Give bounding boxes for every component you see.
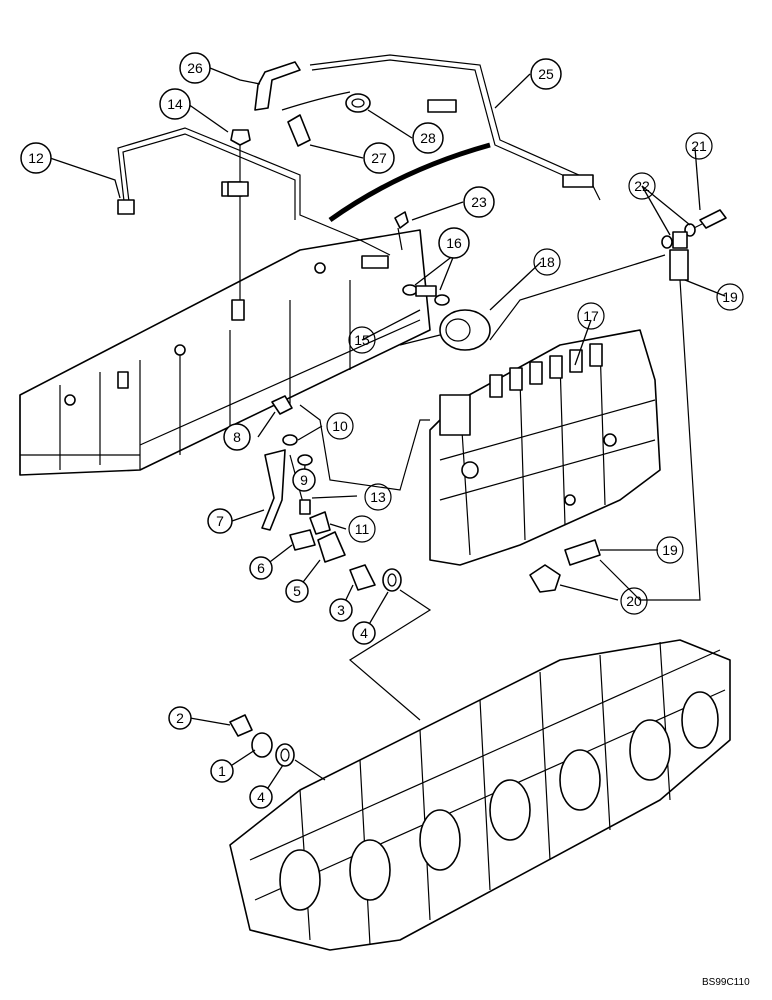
callout-25-label: 25 (538, 66, 554, 82)
ring-4-lower (275, 743, 295, 767)
ring-4-upper (382, 568, 402, 592)
callout-11: 11 (355, 521, 370, 537)
reference-code: BS99C110 (702, 977, 750, 988)
clamp-28 (345, 93, 371, 113)
callout-25: 25 (530, 58, 562, 90)
callout-19-lower: 19 (662, 542, 678, 558)
callout-4-lower: 4 (249, 785, 273, 809)
plug-2 (229, 714, 253, 737)
callout-16-label: 16 (446, 235, 462, 251)
callout-18-label: 18 (539, 254, 555, 270)
bolt-23 (394, 211, 409, 251)
callout-27-label: 27 (371, 150, 387, 166)
tee-5 (317, 531, 346, 563)
callout-4-upper: 4 (352, 621, 376, 645)
nut-14 (227, 129, 251, 300)
callout-11-label: 11 (355, 521, 370, 537)
elbow-20 (529, 564, 561, 593)
callout-20-label: 20 (626, 593, 642, 609)
callout-26: 26 (179, 52, 211, 84)
banjo-bolt-8 (271, 395, 293, 415)
fitting-27 (287, 114, 311, 147)
plug-leader-line (294, 759, 326, 781)
callout-20: 20 (626, 593, 642, 609)
callout-3: 3 (329, 598, 353, 622)
callout-13-label: 13 (370, 489, 386, 505)
fitting-6 (289, 529, 316, 551)
supply-line (299, 404, 430, 491)
callout-13: 13 (370, 489, 386, 505)
dipstick-tube (328, 142, 491, 223)
washer-9 (297, 454, 313, 466)
hose-26 (254, 61, 301, 111)
callout-15-label: 15 (354, 332, 370, 348)
callout-14-label: 14 (167, 96, 183, 112)
injection-pump-17 (429, 329, 661, 566)
callout-19-upper-label: 19 (722, 289, 738, 305)
callout-4-upper-label: 4 (360, 625, 368, 641)
callout-12: 12 (20, 142, 52, 174)
callout-6-label: 6 (257, 560, 265, 576)
return-line (599, 279, 701, 601)
callout-22: 22 (634, 178, 650, 194)
callout-27: 27 (363, 142, 395, 174)
callout-2: 2 (168, 706, 192, 730)
callout-8: 8 (223, 423, 251, 451)
fitting-19-lower (564, 539, 601, 566)
upper-return-line (489, 254, 666, 341)
valve-cover (19, 229, 431, 476)
callout-15: 15 (354, 332, 370, 348)
callout-7: 7 (207, 508, 233, 534)
callout-18: 18 (539, 254, 555, 270)
callout-23: 23 (463, 186, 495, 218)
aneroid-18 (399, 309, 491, 351)
callout-19-upper: 19 (722, 289, 738, 305)
fitting-19-upper (669, 231, 689, 281)
banjo-bolt-21 (689, 209, 727, 231)
callout-4-lower-label: 4 (257, 789, 265, 805)
callout-17: 17 (583, 308, 599, 324)
callout-28-label: 28 (420, 130, 436, 146)
callout-10: 10 (332, 418, 348, 434)
hose-7 (261, 449, 286, 531)
callout-22-label: 22 (634, 178, 650, 194)
callout-17-label: 17 (583, 308, 599, 324)
callout-8-label: 8 (233, 429, 241, 445)
callout-10-label: 10 (332, 418, 348, 434)
callout-9-label: 9 (300, 472, 308, 488)
fitting-11 (309, 511, 331, 535)
callout-3-label: 3 (337, 602, 345, 618)
cylinder-head (229, 639, 731, 951)
callout-26-label: 26 (187, 60, 203, 76)
fuel-line-25 (309, 54, 601, 201)
callout-21-label: 21 (691, 138, 707, 154)
callout-rings (326, 132, 744, 615)
callout-23-label: 23 (471, 194, 487, 210)
plug-1 (251, 732, 273, 758)
callout-1: 1 (210, 759, 234, 783)
callout-14: 14 (159, 88, 191, 120)
plug-3 (349, 564, 376, 591)
callout-1-label: 1 (218, 763, 226, 779)
hose-leader (281, 91, 351, 111)
washers-22 (661, 223, 696, 249)
callout-21: 21 (691, 138, 707, 154)
callout-7-label: 7 (216, 513, 224, 529)
callout-12-label: 12 (28, 150, 44, 166)
washers-16 (402, 284, 450, 306)
callout-2-label: 2 (176, 710, 184, 726)
washer-10 (282, 434, 298, 446)
callout-5: 5 (285, 579, 309, 603)
drain-line (348, 589, 432, 721)
callout-16: 16 (438, 227, 470, 259)
callout-9: 9 (292, 468, 316, 492)
callout-6: 6 (249, 556, 273, 580)
callout-5-label: 5 (293, 583, 301, 599)
callout-19-lower-label: 19 (662, 542, 678, 558)
callout-28: 28 (412, 122, 444, 154)
callouts: 12 14 26 25 28 27 23 16 18 15 17 21 22 1… (20, 52, 738, 809)
